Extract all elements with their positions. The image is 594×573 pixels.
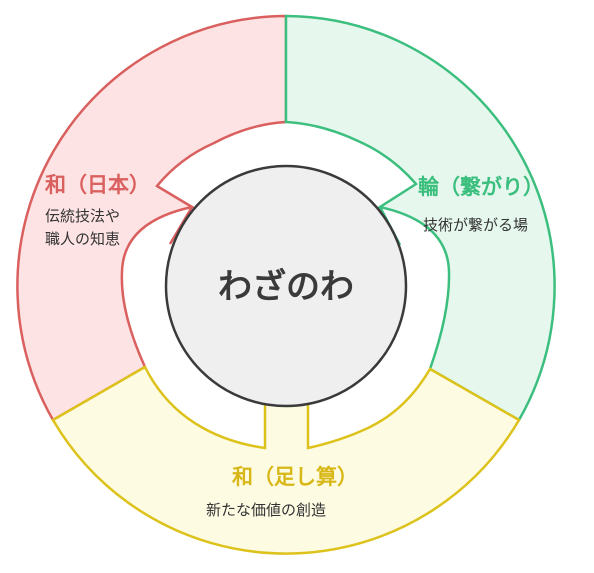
center-circle — [164, 164, 408, 408]
segment-connection-line-1: 技術が繋がる場 — [423, 216, 528, 234]
segment-japan-line-1: 伝統技法や — [45, 207, 120, 225]
segment-connection-shape — [284, 14, 556, 422]
segment-sum: 和（足し算） 新たな価値の創造 — [51, 365, 521, 555]
center-title: わざのわ — [218, 267, 354, 307]
segment-sum-shape — [51, 365, 521, 555]
segment-connection-title: 輪（繋がり） — [418, 175, 544, 199]
segment-sum-line-1: 新たな価値の創造 — [206, 501, 326, 519]
segment-japan-line-2: 職人の知恵 — [45, 230, 120, 248]
segment-japan-shape — [16, 14, 288, 422]
segment-japan-title: 和（日本） — [45, 173, 150, 197]
segment-connection: 輪（繋がり） 技術が繋がる場 — [284, 14, 556, 422]
segment-sum-title: 和（足し算） — [232, 465, 358, 489]
center-hub: わざのわ — [164, 164, 408, 408]
segment-japan: 和（日本） 伝統技法や 職人の知恵 — [16, 14, 288, 422]
